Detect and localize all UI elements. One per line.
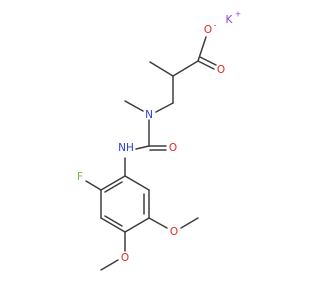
methoxy-oxygen-4-label: O <box>121 252 129 264</box>
carboxylate-charge: - <box>214 21 217 30</box>
amide-nitrogen-label: N <box>145 109 153 121</box>
potassium-label: K <box>226 14 234 26</box>
bond-ar2-f <box>85 180 102 191</box>
urea-nh-label: NH <box>118 142 134 154</box>
acid-carbonyl-oxygen-label: O <box>217 64 225 76</box>
ring-double-3-4 <box>104 215 123 227</box>
methoxy-oxygen-5-label: O <box>170 226 178 238</box>
bond-o-me-4 <box>100 259 119 271</box>
chemical-structure: K + O - O N O NH F O O <box>77 10 241 271</box>
ring-bond-6-1 <box>124 175 150 191</box>
ring-bond-4-5 <box>124 217 150 233</box>
bond-ar5-o <box>148 217 168 229</box>
bond-c1-o2 <box>197 60 215 70</box>
ring-bond-3-4 <box>100 217 126 233</box>
ring-bond-1-2 <box>100 175 126 191</box>
fluorine-label: F <box>77 171 83 183</box>
bond-layer <box>85 36 217 271</box>
atom-label-layer: K + O - O N O NH F O O <box>77 10 241 265</box>
bond-c2-methyl <box>149 61 174 77</box>
potassium-charge: + <box>235 10 241 19</box>
urea-carbonyl-oxygen-label: O <box>169 142 177 154</box>
bond-c3-n1 <box>155 102 174 113</box>
bond-n1-methyl <box>124 100 144 112</box>
bond-c1-o2-double <box>199 56 217 66</box>
ring-double-1-2 <box>104 181 123 193</box>
bond-o-me-5 <box>180 217 199 229</box>
bond-c4-n2 <box>135 145 150 150</box>
carboxylate-oxygen-label: O <box>204 24 212 36</box>
bond-c1-c2 <box>172 60 199 77</box>
